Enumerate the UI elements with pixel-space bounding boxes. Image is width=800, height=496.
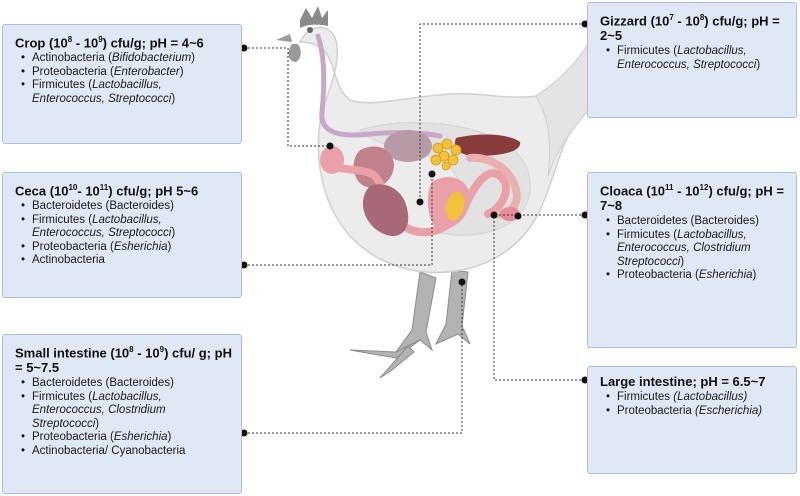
list-item: Proteobacteria (Esherichia)	[21, 241, 233, 255]
crop-info-box: Crop (108 - 109) cfu/g; pH = 4~6 Actinob…	[2, 24, 242, 144]
connector-dots	[240, 20, 589, 437]
connector-large-intestine	[493, 216, 585, 381]
list-item: Actinobacteria	[21, 254, 233, 268]
chicken-comb	[300, 6, 328, 28]
cloaca-title: Cloaca (1011 - 1012) cfu/g; pH = 7~8	[600, 183, 784, 214]
cloaca-info-box: Cloaca (1011 - 1012) cfu/g; pH = 7~8 Bac…	[587, 172, 797, 348]
list-item: Firmicutes (Lactobacillus, Enterococcus,…	[606, 229, 788, 270]
connector-small-intestine	[244, 282, 463, 434]
list-item: Proteobacteria (Esherichia)	[606, 269, 788, 283]
ceca-inner	[445, 191, 465, 221]
list-item: Bacteroidetes (Bacteroides)	[606, 215, 788, 229]
small-intestine-bacteria-list: Bacteroidetes (Bacteroides) Firmicutes (…	[15, 377, 233, 458]
chicken-eye	[307, 27, 313, 33]
list-item: Bacteroidetes (Bacteroides)	[21, 200, 233, 214]
gizzard-muscle	[353, 146, 394, 188]
connector-ceca	[244, 174, 433, 266]
connector-lines	[244, 23, 585, 434]
ceca-organ	[362, 184, 409, 236]
list-item: Actinobacteria (Bifidobacterium)	[21, 52, 233, 66]
list-item: Actinobacteria/ Cyanobacteria	[21, 445, 233, 459]
gizzard-title: Gizzard (107 - 108) cfu/g; pH = 2~5	[600, 13, 780, 44]
list-item: Proteobacteria (Enterobacter)	[21, 66, 233, 80]
chicken-beak	[276, 34, 292, 42]
list-item: Firmicutes (Lactobacillus)	[606, 391, 788, 405]
connector-gizzard	[419, 23, 585, 202]
chicken-wattle	[288, 44, 301, 62]
gizzard-info-box: Gizzard (107 - 108) cfu/g; pH = 2~5 Firm…	[587, 2, 797, 118]
chicken-legs	[349, 269, 471, 379]
ceca-title: Ceca (1010- 1011) cfu/g; pH 5~6	[15, 183, 199, 199]
crop-bacteria-list: Actinobacteria (Bifidobacterium) Proteob…	[15, 52, 233, 106]
large-intestine-title: Large intestine; pH = 6.5~7	[600, 374, 766, 389]
list-item: Firmicutes (Lactobacillus, Enterococcus,…	[606, 45, 788, 72]
cloaca-bacteria-list: Bacteroidetes (Bacteroides) Firmicutes (…	[600, 215, 788, 283]
gizzard-bacteria-list: Firmicutes (Lactobacillus, Enterococcus,…	[600, 45, 788, 72]
list-item: Firmicutes (Lactobacillus, Enterococcus,…	[21, 391, 233, 432]
ceca-bacteria-list: Bacteroidetes (Bacteroides) Firmicutes (…	[15, 200, 233, 268]
list-item: Firmicutes (Lactobacillus, Enterococcus,…	[21, 79, 233, 106]
list-item: Bacteroidetes (Bacteroides)	[21, 377, 233, 391]
gizzard-organ	[384, 130, 432, 162]
connector-crop	[244, 47, 330, 147]
pancreas-organ	[430, 138, 462, 171]
large-intestine-info-box: Large intestine; pH = 6.5~7 Firmicutes (…	[587, 366, 797, 474]
small-intestine-info-box: Small intestine (108 - 109) cfu/ g; pH =…	[2, 334, 242, 494]
small-intestine-title: Small intestine (108 - 109) cfu/ g; pH =…	[15, 345, 232, 376]
ceca-info-box: Ceca (1010- 1011) cfu/g; pH 5~6 Bacteroi…	[2, 172, 242, 298]
list-item: Firmicutes (Lactobacillus, Enterococcus,…	[21, 214, 233, 241]
large-intestine-bacteria-list: Firmicutes (Lactobacillus) Proteobacteri…	[600, 391, 788, 418]
crop-title: Crop (108 - 109) cfu/g; pH = 4~6	[15, 35, 204, 51]
list-item: Proteobacteria (Escherichia)	[606, 405, 788, 419]
liver-organ	[454, 134, 521, 156]
list-item: Proteobacteria (Esherichia)	[21, 431, 233, 445]
